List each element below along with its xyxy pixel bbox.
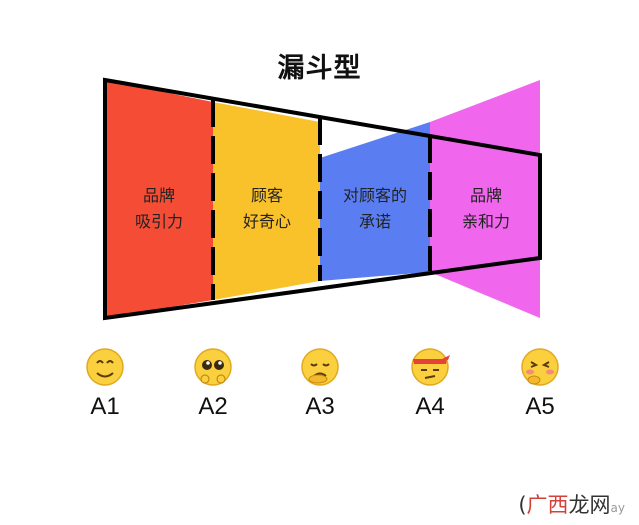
- segment-fill-3: [320, 122, 430, 281]
- segment-1-line2: 吸引力: [134, 212, 183, 231]
- smiling-face-icon: [86, 348, 124, 386]
- segment-1-line1: 品牌: [142, 186, 175, 205]
- funnel-outline: [103, 77, 542, 321]
- step-label-a5: A5: [525, 393, 555, 420]
- sad-worried-face-icon: [301, 348, 339, 386]
- diagram-title: 漏斗型: [277, 53, 362, 84]
- segment-label-2: 顾客 好奇心: [212, 183, 322, 235]
- segment-fill-1: [105, 80, 213, 318]
- segment-fill-2: [213, 102, 320, 300]
- ninja-annoyed-face-icon: [411, 348, 450, 386]
- step-label-a2: A2: [198, 393, 228, 420]
- segment-label-3: 对顾客的 承诺: [320, 183, 430, 235]
- step-label-a1: A1: [90, 393, 120, 420]
- watermark-brand-b: 龙网: [568, 493, 611, 517]
- segment-2-line2: 好奇心: [242, 212, 291, 231]
- step-label-a3: A3: [305, 393, 335, 420]
- segment-4-line1: 品牌: [469, 186, 502, 205]
- segment-3-line2: 承诺: [358, 212, 391, 231]
- step-label-a4: A4: [415, 393, 445, 420]
- pleading-face-icon: [194, 348, 232, 386]
- watermark-brand-a: 广西: [526, 493, 569, 517]
- watermark-small: ay: [610, 501, 625, 515]
- segment-label-4: 品牌 亲和力: [431, 183, 541, 235]
- watermark: (广西龙网ay: [518, 489, 625, 519]
- segment-2-line1: 顾客: [250, 186, 283, 205]
- shy-blushing-face-icon: [521, 348, 559, 386]
- watermark-prefix: (: [518, 493, 527, 517]
- segment-4-line2: 亲和力: [461, 212, 510, 231]
- segment-3-line1: 对顾客的: [342, 186, 407, 205]
- segment-label-1: 品牌 吸引力: [104, 183, 214, 235]
